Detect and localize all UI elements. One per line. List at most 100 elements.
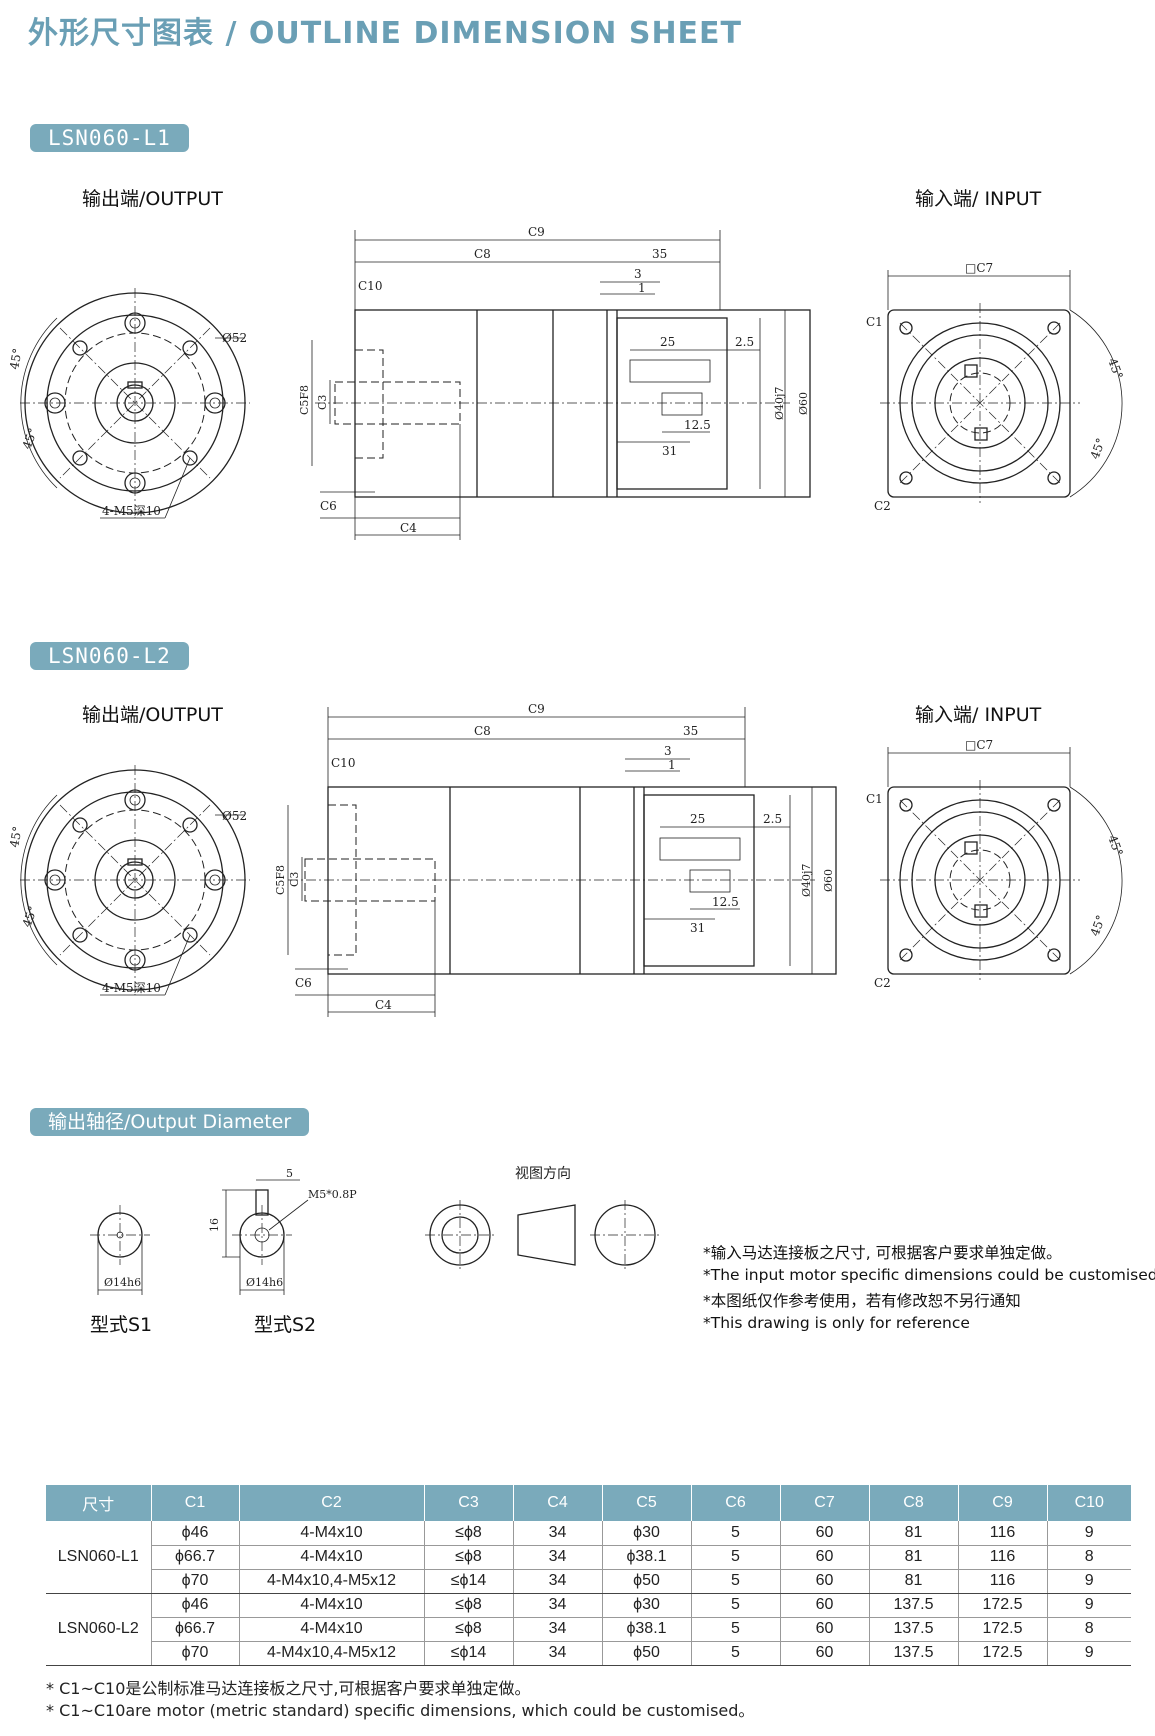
table-cell: 4-M4x10 (239, 1521, 425, 1546)
table-cell: ϕ30 (602, 1521, 692, 1546)
dim-1: 1 (638, 281, 646, 295)
dim-c8: C8 (474, 247, 491, 261)
angle45-c: 45° (1105, 356, 1125, 381)
dim-c8-l2: C8 (474, 724, 491, 738)
header-c3: C3 (424, 1485, 514, 1521)
angle45-b: 45° (20, 426, 40, 451)
table-cell: 5 (691, 1593, 781, 1618)
table-cell: 137.5 (869, 1593, 959, 1618)
dim-c9: C9 (528, 225, 545, 239)
table-cell: 34 (513, 1641, 603, 1666)
table-cell: 116 (958, 1569, 1048, 1594)
table-cell: 81 (869, 1545, 959, 1570)
dim-31: 31 (662, 444, 677, 458)
table-cell: 60 (780, 1569, 870, 1594)
dim-c7-l2: □C7 (965, 738, 993, 752)
table-cell: ≤ϕ8 (424, 1593, 514, 1618)
dim-d60: Ø60 (797, 392, 810, 415)
output-diameter-tag: 输出轴径/Output Diameter (30, 1108, 310, 1136)
table-cell: ϕ66.7 (151, 1617, 240, 1642)
table-cell: 172.5 (958, 1593, 1048, 1618)
dim-35-l2: 35 (683, 724, 698, 738)
drawing-l2: Ø52 45° 45° 4-M5深10 (0, 690, 1155, 1050)
table-cell: 9 (1047, 1641, 1131, 1666)
table-cell: ϕ46 (151, 1521, 240, 1546)
table-cell: 4-M4x10,4-M5x12 (239, 1641, 425, 1666)
table-cell: 81 (869, 1521, 959, 1546)
dim-d60-l2: Ø60 (822, 869, 835, 892)
footnote-en: * C1~C10are motor (metric standard) spec… (46, 1701, 755, 1720)
table-cell: ϕ50 (602, 1641, 692, 1666)
dim-12-5: 12.5 (684, 418, 711, 432)
output-diameter-svg: Ø14h6 5 M5*0.8P 16 Ø14h6 视图方向 (90, 1166, 660, 1295)
note-en-2: *This drawing is only for reference (703, 1314, 970, 1332)
s2-height: 16 (208, 1218, 221, 1232)
header-c6: C6 (691, 1485, 781, 1521)
dim-c3: C3 (316, 395, 329, 410)
table-cell: 34 (513, 1617, 603, 1642)
table-cell: ϕ66.7 (151, 1545, 240, 1570)
shaft-s2-view (222, 1179, 309, 1295)
phi52-label-l2: Ø52 (222, 809, 247, 823)
table-cell: 9 (1047, 1521, 1131, 1546)
phi52-label: Ø52 (222, 331, 247, 345)
dim-12-5-l2: 12.5 (712, 895, 739, 909)
shaft-s1-view (90, 1205, 150, 1295)
dim-3-l2: 3 (664, 744, 672, 758)
bolt-spec-label: 4-M5深10 (102, 504, 161, 518)
output-flange-view (20, 288, 250, 519)
s2-thread: M5*0.8P (308, 1188, 357, 1201)
table-header-row: 尺寸 C1 C2 C3 C4 C5 C6 C7 C8 C9 C10 (46, 1485, 1131, 1521)
input-view-label-l1: 输入端/ INPUT (915, 188, 1042, 210)
dim-c1-l2: C1 (866, 792, 883, 806)
drawing-l1: Ø52 45° 45° 4-M5深10 (0, 210, 1155, 570)
dim-c3-l2: C3 (288, 872, 301, 887)
dim-c5: C5F8 (298, 385, 311, 415)
dim-25-l2: 25 (690, 812, 705, 826)
angle45-a: 45° (7, 347, 24, 370)
output-flange-view-l2 (20, 765, 250, 996)
dim-3: 3 (634, 267, 642, 281)
table-cell: 60 (780, 1617, 870, 1642)
table-model-cell: LSN060-L2 (46, 1593, 152, 1666)
dim-1-l2: 1 (668, 758, 676, 772)
table-cell: 137.5 (869, 1641, 959, 1666)
table-cell: 8 (1047, 1617, 1131, 1642)
s2-diameter: Ø14h6 (246, 1276, 283, 1289)
table-cell: 5 (691, 1569, 781, 1594)
output-view-label-l1: 输出端/OUTPUT (82, 188, 223, 210)
header-c7: C7 (780, 1485, 870, 1521)
bolt-spec-label-l2: 4-M5深10 (102, 981, 161, 995)
view-direction-diagram (425, 1200, 660, 1270)
table-cell: 5 (691, 1521, 781, 1546)
table-cell: ϕ70 (151, 1641, 240, 1666)
table-cell: 34 (513, 1545, 603, 1570)
drawing-l2-svg: Ø52 45° 45° 4-M5深10 (7, 702, 1126, 1017)
s1-diameter: Ø14h6 (104, 1276, 141, 1289)
output-view-label-l2: 输出端/OUTPUT (82, 704, 223, 726)
drawing-l1-svg: Ø52 45° 45° 4-M5深10 (7, 225, 1126, 540)
table-cell: ≤ϕ14 (424, 1569, 514, 1594)
table-cell: 34 (513, 1521, 603, 1546)
dim-2-5-l2: 2.5 (763, 812, 782, 826)
table-cell: 4-M4x10 (239, 1617, 425, 1642)
table-cell: ≤ϕ14 (424, 1641, 514, 1666)
table-cell: 172.5 (958, 1641, 1048, 1666)
input-flange-view (880, 270, 1123, 503)
table-cell: 60 (780, 1593, 870, 1618)
table-cell: 34 (513, 1569, 603, 1594)
note-en-1: *The input motor specific dimensions cou… (703, 1266, 1155, 1284)
header-c9: C9 (958, 1485, 1048, 1521)
table-cell: ϕ50 (602, 1569, 692, 1594)
spec-table: 尺寸 C1 C2 C3 C4 C5 C6 C7 C8 C9 C10 LSN060… (46, 1485, 1131, 1666)
dim-c2-l2: C2 (874, 976, 891, 990)
dim-c4-l2: C4 (375, 998, 392, 1012)
side-view (311, 230, 811, 540)
table-cell: 5 (691, 1641, 781, 1666)
table-cell: ϕ70 (151, 1569, 240, 1594)
dim-c10: C10 (358, 279, 382, 293)
